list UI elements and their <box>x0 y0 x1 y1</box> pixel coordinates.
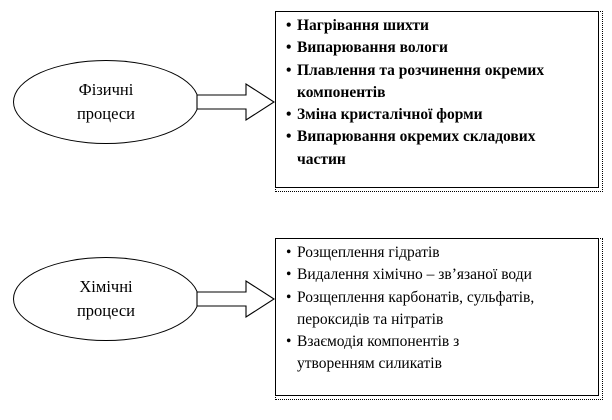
physical-process-list: • Нагрівання шихти • Випарювання вологи • Пла… <box>286 15 592 171</box>
physical-process-item-line: Зміна кристалічної форми <box>297 106 483 124</box>
bullet-icon: • <box>286 333 292 351</box>
chemical-process-item-line: пероксидів та нітратів <box>297 310 444 328</box>
physical-process-item: • Зміна кристалічної форми <box>286 104 592 126</box>
chemical-process-item: • Розщеплення гідратів <box>286 242 592 264</box>
physical-arrow-icon <box>196 82 276 122</box>
chemical-processes-box: • Розщеплення гідратів • Видалення хімічно … <box>275 238 603 400</box>
physical-process-item-line: Нагрівання шихти <box>297 17 429 34</box>
bullet-icon: • <box>286 61 292 79</box>
physical-process-item: • Випарювання вологи <box>286 37 592 59</box>
physical-process-item-line: частин <box>297 150 346 168</box>
chemical-processes-node: Хімічні процеси <box>13 257 199 341</box>
chemical-process-item-line: Розщеплення гідратів <box>297 244 440 261</box>
physical-process-item-line: Плавлення та розчинення окремих <box>297 61 545 79</box>
chemical-process-item: • Розщеплення карбонатів, сульфатів, перок… <box>286 287 592 332</box>
bullet-icon: • <box>286 266 292 284</box>
chemical-box-frame: • Розщеплення гідратів • Видалення хімічно … <box>275 238 599 396</box>
chemical-process-list: • Розщеплення гідратів • Видалення хімічно … <box>286 242 592 376</box>
bullet-icon: • <box>286 244 292 261</box>
physical-process-item-line: компонентів <box>297 83 386 101</box>
physical-label-line2: процеси <box>76 104 136 123</box>
chemical-process-item-line: Взаємодія компонентів з <box>297 333 460 351</box>
physical-processes-box: • Нагрівання шихти • Випарювання вологи • Пла… <box>275 11 603 192</box>
bullet-icon: • <box>286 128 292 146</box>
physical-process-item: • Випарювання окремих складових частин <box>286 126 592 171</box>
bullet-icon: • <box>286 39 292 57</box>
physical-process-item-line: Випарювання вологи <box>297 39 448 57</box>
chemical-process-item-line: Розщеплення карбонатів, сульфатів, <box>297 288 535 306</box>
physical-processes-node: Фізичні процеси <box>13 60 199 144</box>
chemical-process-item: • Взаємодія компонентів з утворенням силик… <box>286 331 592 376</box>
physical-label-line1: Фізичні <box>78 80 134 99</box>
physical-box-frame: • Нагрівання шихти • Випарювання вологи • Пла… <box>275 11 599 188</box>
bullet-icon: • <box>286 17 292 34</box>
physical-process-item: • Плавлення та розчинення окремих компонен… <box>286 60 592 105</box>
physical-process-item-line: Випарювання окремих складових <box>297 128 536 146</box>
chemical-process-item-line: Видалення хімічно – зв’язаної води <box>297 266 532 284</box>
chemical-process-item-line: утворенням силикатів <box>297 355 442 373</box>
bullet-icon: • <box>286 288 292 306</box>
chemical-arrow-icon <box>196 279 276 319</box>
chemical-process-item: • Видалення хімічно – зв’язаної води <box>286 264 592 286</box>
bullet-icon: • <box>286 106 292 124</box>
chemical-label-line2: процеси <box>76 301 136 320</box>
chemical-label-line1: Хімічні <box>79 277 133 296</box>
physical-process-item: • Нагрівання шихти <box>286 15 592 37</box>
